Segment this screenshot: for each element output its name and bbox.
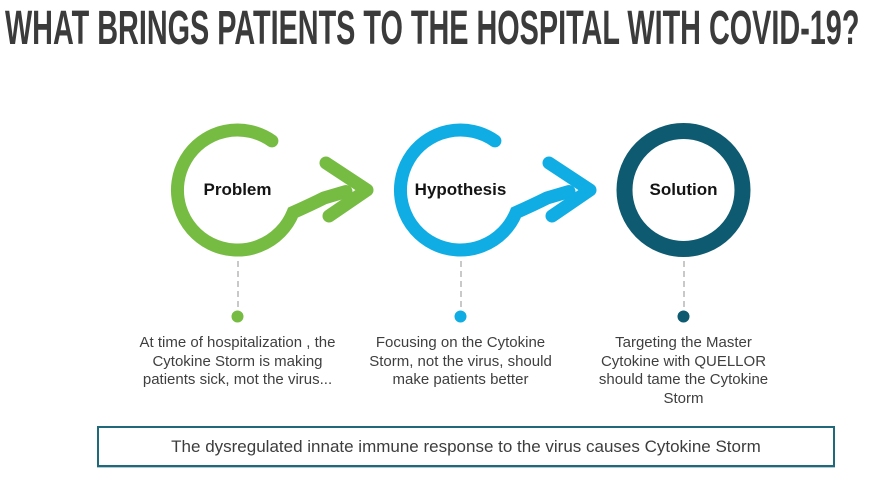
dashed-connector [459, 261, 462, 307]
problem-graphic: Problem [126, 120, 374, 270]
step-hypothesis: Hypothesis Focusing on the Cytokine Stor… [349, 120, 597, 408]
page-title: WHAT BRINGS PATIENTS TO THE HOSPITAL WIT… [5, 2, 860, 55]
step-problem: Problem At time of hospitalization , the… [126, 120, 374, 408]
loop-ring-path [171, 123, 353, 257]
connector-dot [454, 310, 467, 323]
connector-dot [231, 310, 244, 323]
dashed-connector [682, 261, 685, 307]
dashed-connector [236, 261, 239, 307]
process-diagram: Problem At time of hospitalization , the… [126, 120, 795, 408]
connector-dot-shape [231, 310, 244, 323]
arrowhead-path [542, 156, 597, 223]
loop-arrow-icon [394, 123, 597, 257]
loop-ring-path [394, 123, 576, 257]
step-solution: Solution Targeting the Master Cytokine w… [572, 120, 795, 408]
step-description: Focusing on the Cytokine Storm, not the … [369, 334, 552, 389]
connector-dot-shape [677, 310, 690, 323]
step-description: At time of hospitalization , the Cytokin… [139, 334, 336, 389]
conclusion-box: The dysregulated innate immune response … [97, 426, 835, 467]
arrowhead-path [319, 156, 374, 223]
connector-dot [677, 310, 690, 323]
connector-dot-shape [454, 310, 467, 323]
ring-icon [616, 123, 751, 257]
loop-arrow-icon [171, 123, 374, 257]
conclusion-text: The dysregulated innate immune response … [171, 436, 761, 456]
solution-ring-shape [616, 123, 751, 257]
step-description: Targeting the Master Cytokine with QUELL… [598, 334, 769, 407]
solution-graphic: Solution [572, 120, 795, 270]
hypothesis-graphic: Hypothesis [349, 120, 597, 270]
